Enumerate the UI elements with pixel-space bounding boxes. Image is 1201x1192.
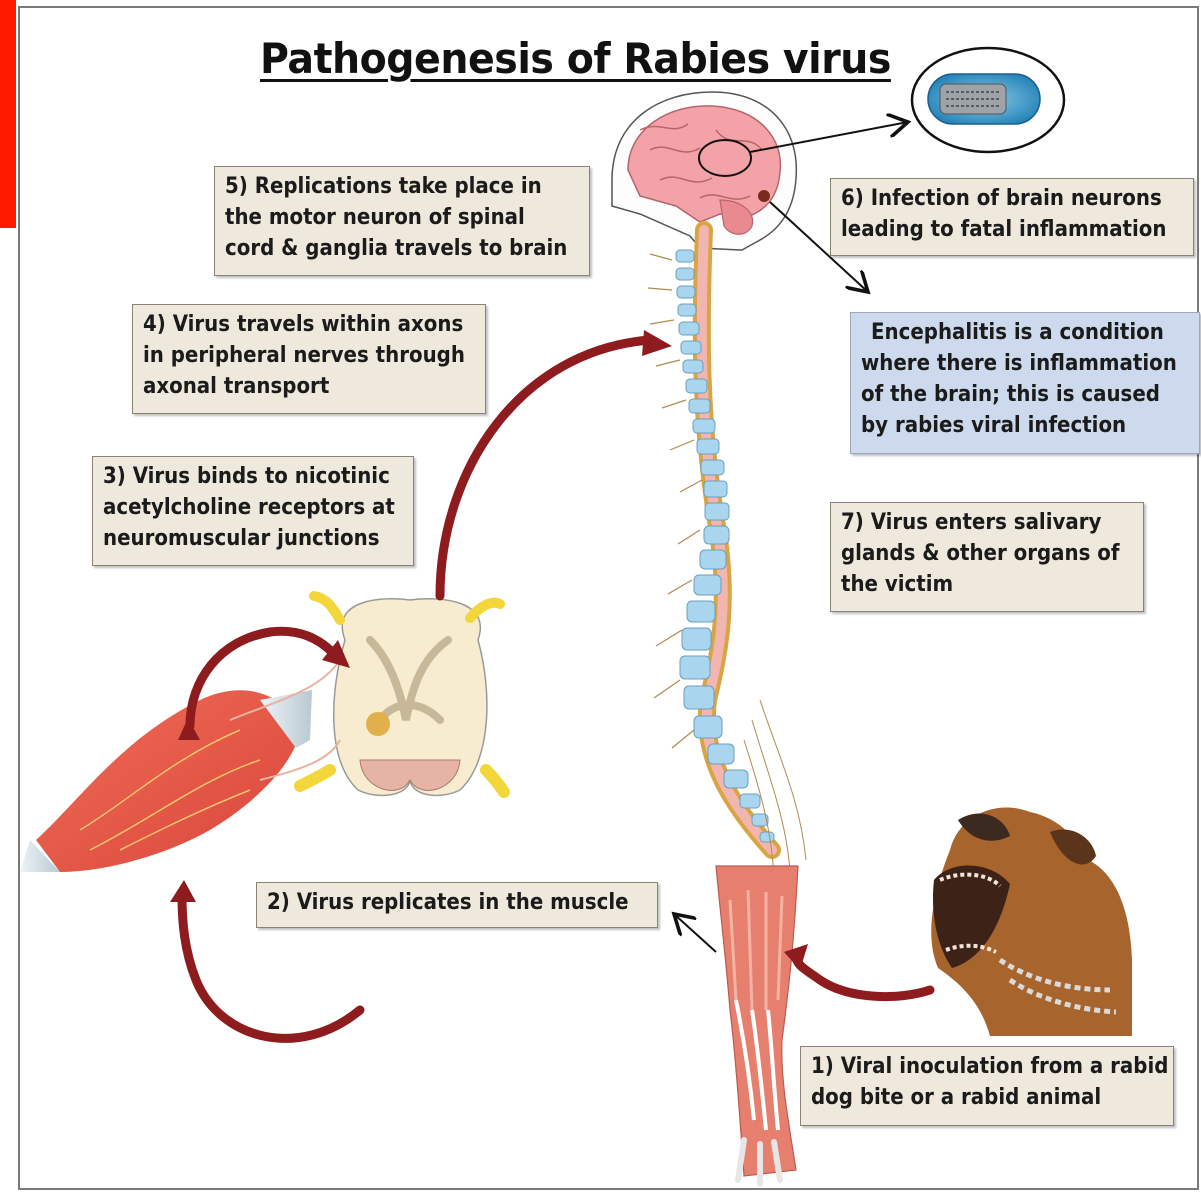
encephalitis-line-3: of the brain; this is caused	[861, 379, 1189, 410]
step-7-line-2: glands & other organs of	[841, 538, 1133, 569]
step-4-line-2: in peripheral nerves through	[143, 340, 475, 371]
step-7-line-3: the victim	[841, 569, 1133, 600]
spinal-cord-cross-section	[300, 596, 504, 795]
step-3-line-3: neuromuscular junctions	[103, 523, 403, 554]
step-1-line-1: 1) Viral inoculation from a rabid	[811, 1051, 1163, 1082]
step-1-box: 1) Viral inoculation from a rabid dog bi…	[800, 1046, 1174, 1126]
step-6-box: 6) Infection of brain neurons leading to…	[830, 178, 1194, 256]
step-5-line-1: 5) Replications take place in	[225, 171, 579, 202]
step-1-line-2: dog bite or a rabid animal	[811, 1082, 1163, 1113]
bite-to-leg-arrow	[796, 958, 930, 997]
step-5-line-3: cord & ganglia travels to brain	[225, 233, 579, 264]
encephalitis-line-2: where there is inflammation	[861, 348, 1189, 379]
step-5-line-2: the motor neuron of spinal	[225, 202, 579, 233]
spinal-cord-illustration	[648, 230, 806, 880]
process-arrows	[182, 340, 930, 1038]
leg-illustration	[716, 866, 798, 1184]
step-6-line-1: 6) Infection of brain neurons	[841, 183, 1183, 214]
step-6-line-2: leading to fatal inflammation	[841, 214, 1183, 245]
encephalitis-box: Encephalitis is a condition where there …	[850, 312, 1200, 454]
step-7-line-1: 7) Virus enters salivary	[841, 507, 1133, 538]
step-5-box: 5) Replications take place in the motor …	[214, 166, 590, 276]
encephalitis-line-4: by rabies viral infection	[861, 410, 1189, 441]
step-2-line-1: 2) Virus replicates in the muscle	[267, 887, 647, 918]
rabies-virus-inset	[912, 48, 1064, 152]
rabid-dog-illustration	[931, 808, 1132, 1036]
step-4-box: 4) Virus travels within axons in periphe…	[132, 304, 486, 414]
step-4-line-1: 4) Virus travels within axons	[143, 309, 475, 340]
encephalitis-line-1: Encephalitis is a condition	[861, 317, 1189, 348]
step-3-box: 3) Virus binds to nicotinic acetylcholin…	[92, 456, 414, 566]
page-title: Pathogenesis of Rabies virus	[260, 34, 880, 84]
step-7-box: 7) Virus enters salivary glands & other …	[830, 502, 1144, 612]
leg-to-muscle-arrow	[674, 914, 716, 952]
step-4-line-3: axonal transport	[143, 371, 475, 402]
step-3-line-2: acetylcholine receptors at	[103, 492, 403, 523]
step-3-line-1: 3) Virus binds to nicotinic	[103, 461, 403, 492]
muscle-illustration	[20, 660, 340, 872]
step-2-box: 2) Virus replicates in the muscle	[256, 882, 658, 928]
